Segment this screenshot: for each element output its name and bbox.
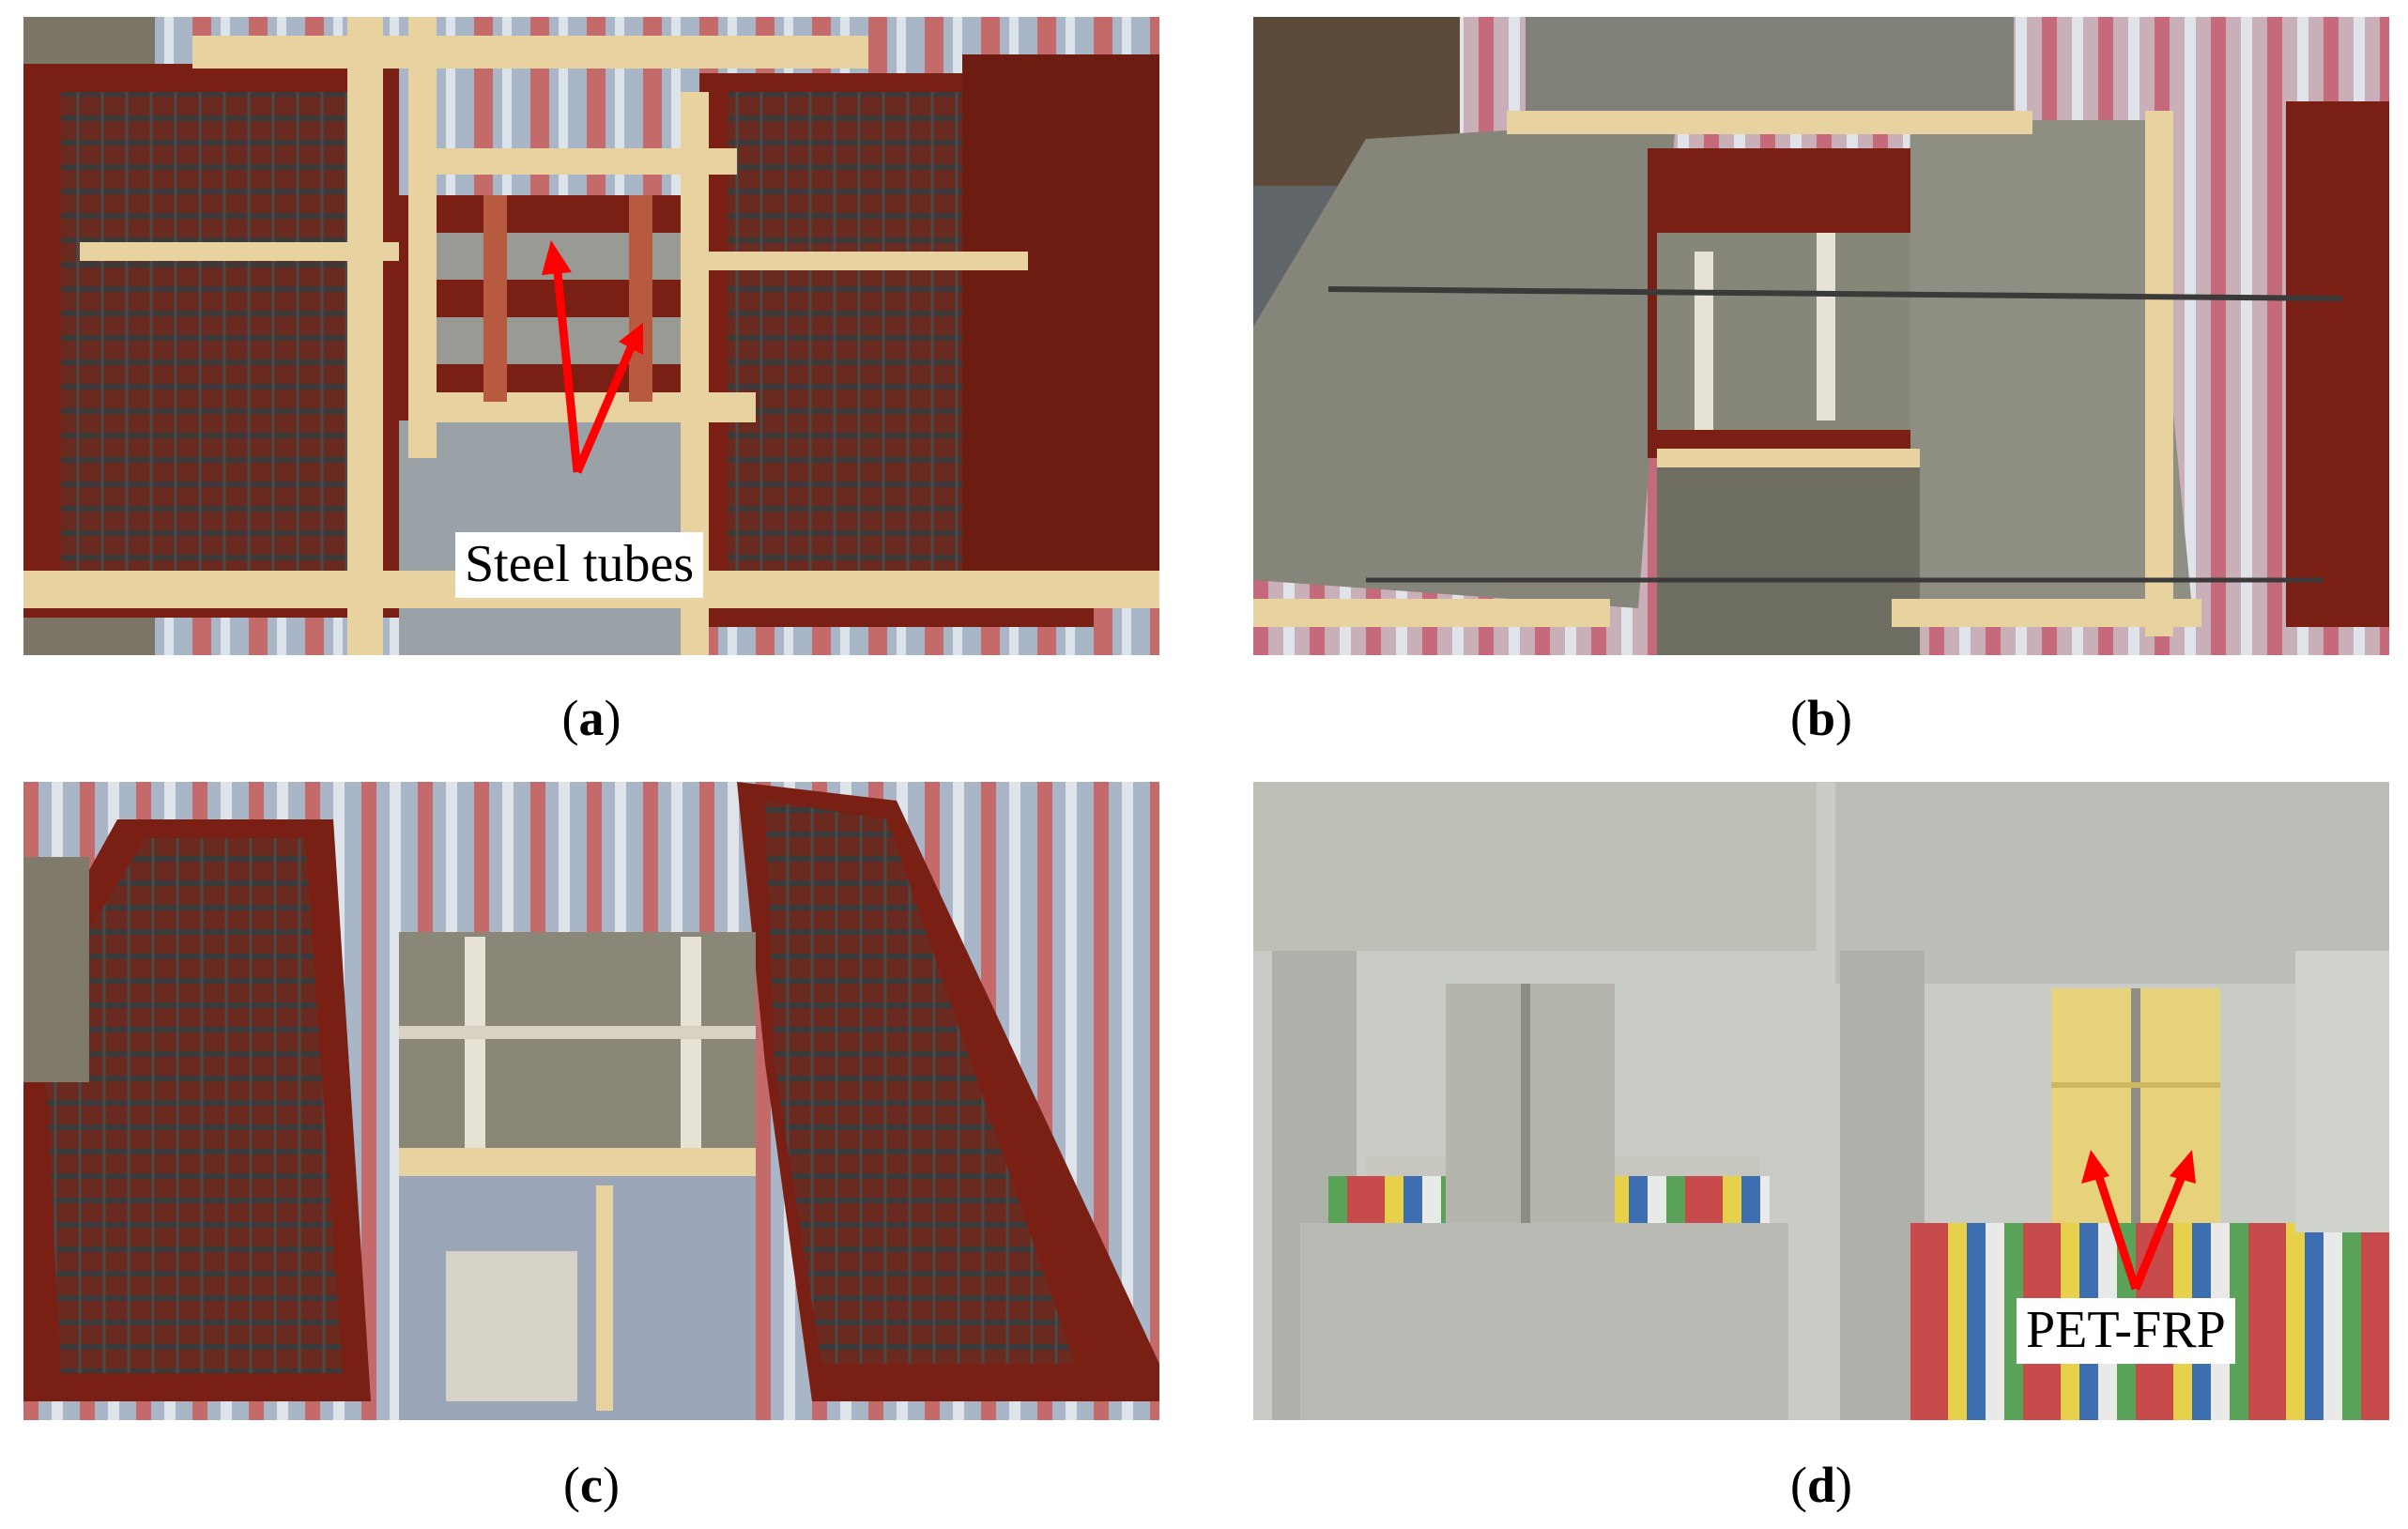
caption-c: (c) <box>563 1457 620 1513</box>
caption-d: (d) <box>1789 1457 1852 1513</box>
photo-d-specimens-pet-frp <box>1253 782 2389 1420</box>
caption-a: (a) <box>561 690 621 746</box>
pet-frp-label: PET-FRP <box>2017 1298 2235 1364</box>
photo-b-cast-concrete-slabs <box>1253 17 2389 655</box>
photo-a-rebar-cages-with-steel-tubes <box>23 17 1159 655</box>
photo-c-cages-with-cast-joint <box>23 782 1159 1420</box>
steel-tubes-label: Steel tubes <box>455 532 704 598</box>
caption-b: (b) <box>1789 690 1852 746</box>
